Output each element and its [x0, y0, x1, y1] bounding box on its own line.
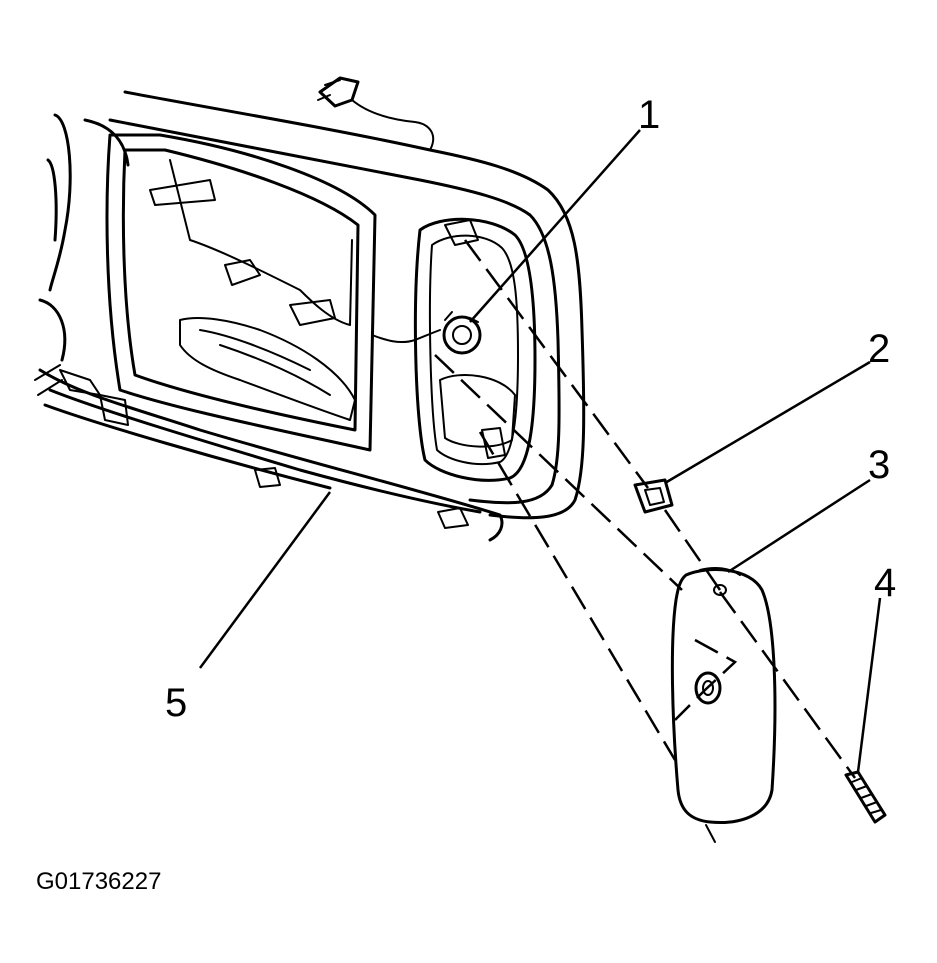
retainer-nut — [633, 478, 674, 514]
figure-id-label: G01736227 — [36, 868, 161, 895]
callout-4: 4 — [874, 561, 896, 605]
leader-1 — [469, 129, 641, 323]
alignment-lines — [434, 239, 857, 779]
callout-1: 1 — [638, 93, 660, 137]
callout-3: 3 — [868, 443, 890, 487]
leader-4 — [856, 597, 882, 773]
bulb-socket — [371, 311, 482, 355]
callout-labels: 1 2 3 4 5 — [165, 93, 896, 725]
leader-2 — [664, 360, 871, 485]
leader-5 — [198, 491, 332, 669]
headlamp-assembly — [34, 76, 586, 542]
callout-2: 2 — [868, 327, 890, 371]
screw — [844, 770, 887, 824]
side-marker-lamp — [670, 566, 777, 843]
leader-3 — [727, 478, 871, 574]
callout-5: 5 — [165, 681, 187, 725]
callout-leaders — [198, 129, 882, 773]
